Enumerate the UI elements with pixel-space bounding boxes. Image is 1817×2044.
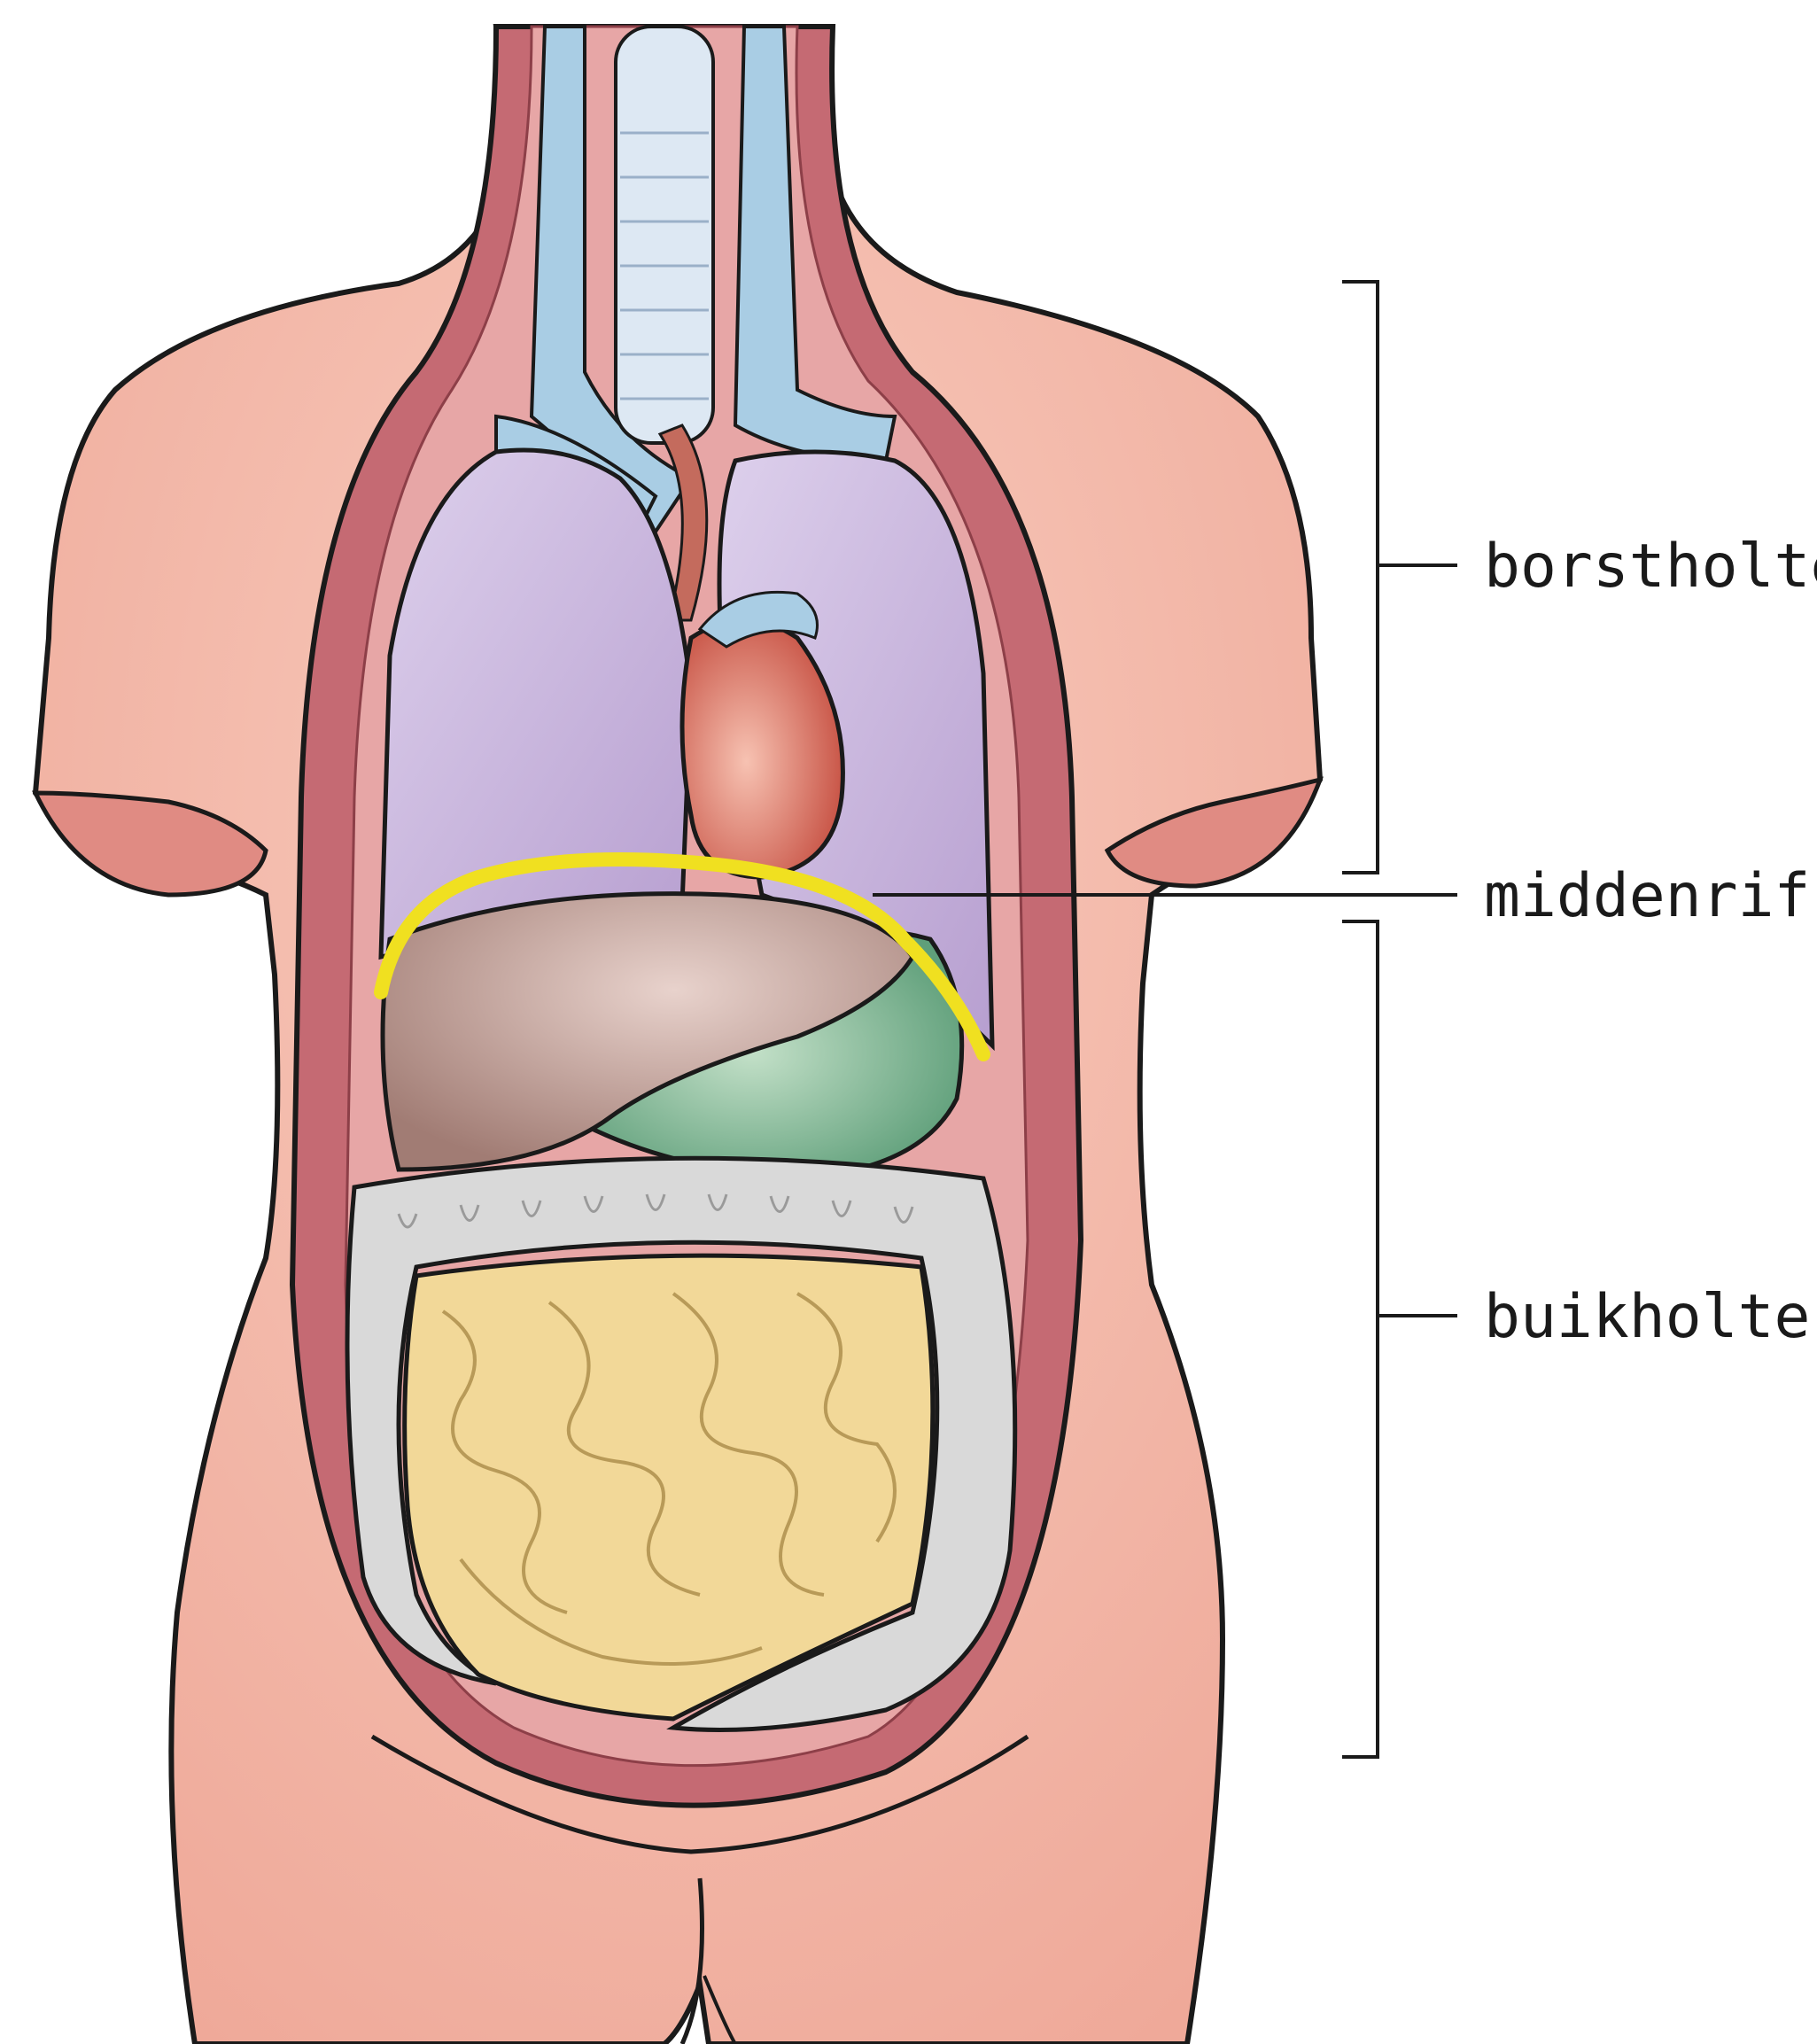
trachea xyxy=(616,27,713,443)
right-lung xyxy=(381,450,691,957)
abdominal-cavity-bracket xyxy=(1342,921,1457,1757)
label-diaphragm: middenrif xyxy=(1484,861,1810,931)
label-chest-cavity: borstholte xyxy=(1484,532,1817,602)
label-abdominal-cavity: buikholte xyxy=(1484,1282,1810,1352)
chest-cavity-bracket xyxy=(1342,282,1457,873)
